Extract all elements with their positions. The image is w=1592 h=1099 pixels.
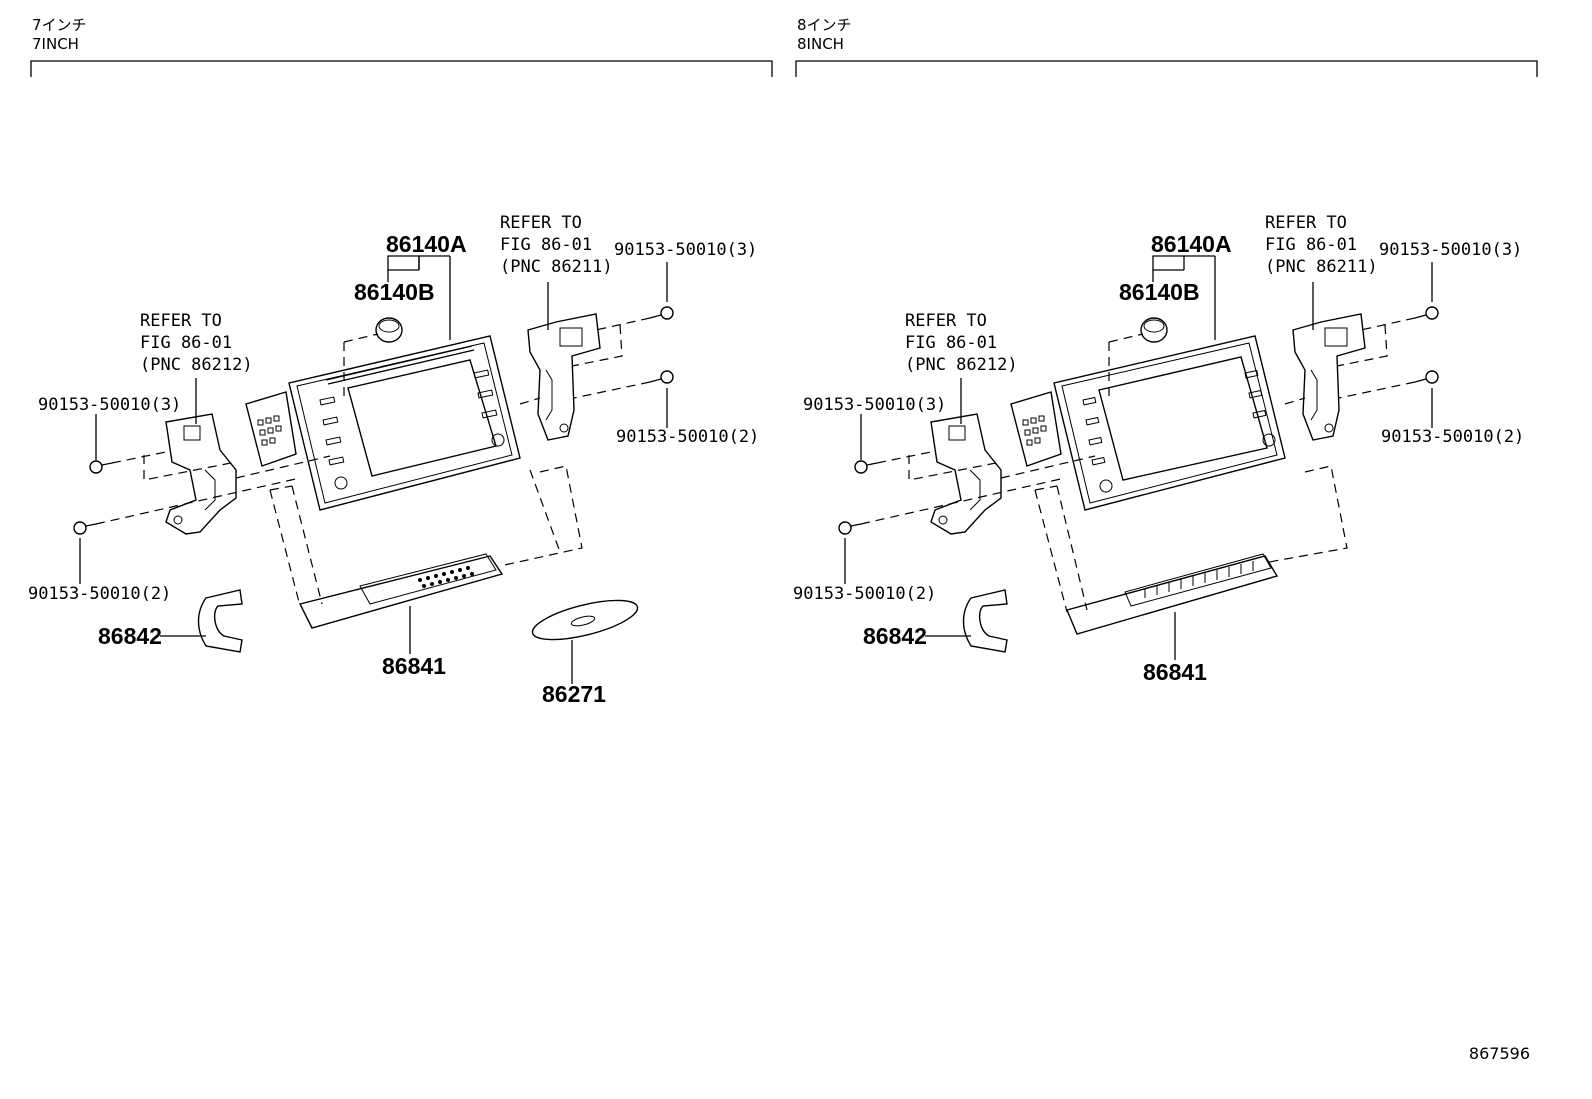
screw-icon	[1414, 306, 1439, 320]
refer-left-line1-7inch: REFER TO	[140, 311, 222, 331]
refer-left-line3-8inch: (PNC 86212)	[905, 355, 1018, 375]
label-86842-7inch: 86842	[98, 623, 162, 649]
screw-icon	[854, 460, 878, 474]
refer-left-line2-8inch: FIG 86-01	[905, 333, 997, 353]
section-8inch-bracket	[795, 60, 1538, 77]
label-86841-8inch: 86841	[1143, 659, 1207, 685]
screw-icon	[1414, 370, 1439, 384]
module-86841-7inch	[298, 553, 504, 629]
screw-icon	[73, 521, 97, 535]
label-86841-7inch: 86841	[382, 653, 446, 679]
right-bracket-7inch	[527, 313, 601, 441]
refer-left-line1-8inch: REFER TO	[905, 311, 987, 331]
right-bracket-8inch	[1292, 313, 1366, 441]
label-screw-left-upper-8inch: 90153-50010(3)	[803, 395, 946, 415]
section-8inch-header: 8インチ 8INCH	[797, 16, 852, 54]
label-screw-left-lower-7inch: 90153-50010(2)	[28, 584, 171, 604]
screw-icon	[838, 521, 862, 535]
head-unit-chassis	[245, 391, 297, 467]
knob-86140b-7inch	[375, 317, 403, 343]
section-8inch-title-ja: 8インチ	[797, 16, 852, 34]
section-7inch-bracket	[30, 60, 773, 77]
screw-icon	[649, 370, 674, 384]
label-screw-top-right-7inch: 90153-50010(3)	[614, 240, 757, 260]
refer-right-line2-7inch: FIG 86-01	[500, 235, 592, 255]
refer-right-line1-7inch: REFER TO	[500, 213, 582, 233]
screw-icon	[89, 460, 113, 474]
section-7inch-header: 7インチ 7INCH	[32, 16, 87, 54]
head-unit-7inch	[245, 335, 521, 511]
label-86271: 86271	[542, 681, 606, 707]
label-86140a-8inch: 86140A	[1151, 231, 1232, 257]
clip-86842-8inch	[962, 589, 1008, 653]
diagram-8inch	[838, 255, 1439, 660]
left-bracket-7inch	[165, 413, 237, 535]
refer-left-line3-7inch: (PNC 86212)	[140, 355, 253, 375]
label-86140a-7inch: 86140A	[386, 231, 467, 257]
label-screw-mid-right-8inch: 90153-50010(2)	[1381, 427, 1524, 447]
label-screw-mid-right-7inch: 90153-50010(2)	[616, 427, 759, 447]
module-86841-8inch	[1066, 553, 1279, 635]
diagram-7inch	[73, 255, 674, 684]
screw-icon	[649, 306, 674, 320]
refer-right-line1-8inch: REFER TO	[1265, 213, 1347, 233]
section-8inch-title-en: 8INCH	[797, 35, 844, 53]
label-86140b-8inch: 86140B	[1119, 279, 1200, 305]
refer-right-line2-8inch: FIG 86-01	[1265, 235, 1357, 255]
refer-right-line3-8inch: (PNC 86211)	[1265, 257, 1378, 277]
clip-86842-7inch	[197, 589, 243, 653]
section-7inch-title-ja: 7インチ	[32, 16, 87, 34]
disc-86271	[531, 599, 639, 641]
section-7inch-title-en: 7INCH	[32, 35, 79, 53]
refer-left-line2-7inch: FIG 86-01	[140, 333, 232, 353]
refer-right-line3-7inch: (PNC 86211)	[500, 257, 613, 277]
left-bracket-8inch	[930, 413, 1002, 535]
knob-86140b-8inch	[1140, 317, 1168, 343]
label-screw-left-upper-7inch: 90153-50010(3)	[38, 395, 181, 415]
label-screw-left-lower-8inch: 90153-50010(2)	[793, 584, 936, 604]
diagram-reference-number: 867596	[1468, 1044, 1530, 1063]
head-unit-8inch	[1010, 335, 1286, 511]
label-86140b-7inch: 86140B	[354, 279, 435, 305]
label-86842-8inch: 86842	[863, 623, 927, 649]
label-screw-top-right-8inch: 90153-50010(3)	[1379, 240, 1522, 260]
